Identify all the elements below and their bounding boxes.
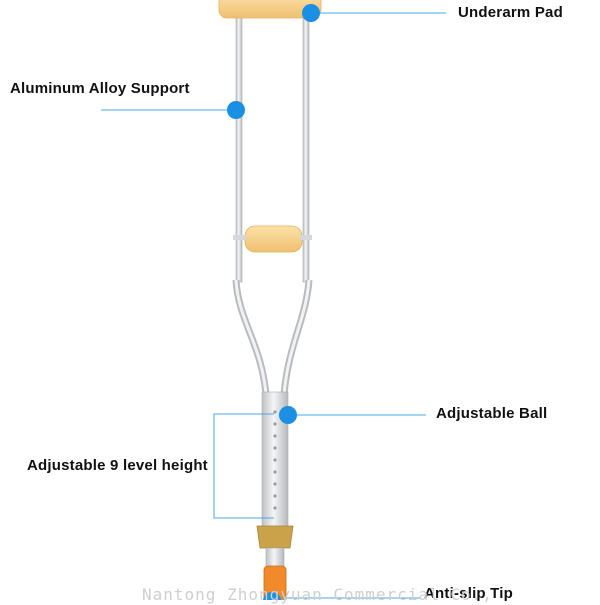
markers [227,4,320,605]
tube-collar [256,525,294,549]
marker-aluminum-support [227,101,245,119]
marker-adjustable-ball [279,406,297,424]
underarm-pad [218,0,322,19]
label-aluminum-support: Aluminum Alloy Support [10,80,190,97]
leader-lines [101,12,446,599]
label-anti-slip-tip: Anti-slip Tip [424,585,513,602]
label-adjustable-ball: Adjustable Ball [436,405,548,422]
watermark-text: Nantong Zhongyuan Commercial Co., [142,585,493,604]
label-adjustable-height: Adjustable 9 level height [27,457,208,474]
leader-adjustable-height [213,413,274,519]
label-underarm-pad: Underarm Pad [458,4,563,21]
marker-underarm-pad [302,4,320,22]
aluminum-frame [232,11,313,396]
hand-grip [244,225,303,253]
